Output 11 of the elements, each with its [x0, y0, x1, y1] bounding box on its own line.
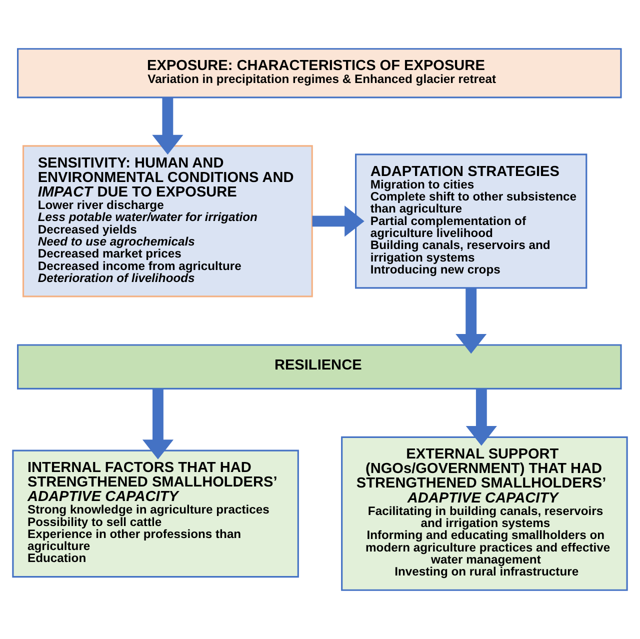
node-box: EXTERNAL SUPPORT (NGOs/GOVERNMENT) THAT HAD STRENGTHENED SMALLHOLDERS’ ADAPTIVE CAPACITY Facilitating in building canals, reservoirs and irrigation systems Informing and educating smallholders on modern agriculture practices and effective water management Investing on rural infrastructure: [341, 436, 628, 591]
node-box: RESILIENCE: [17, 344, 622, 390]
arrow: [152, 98, 184, 155]
node-box: INTERNAL FACTORS THAT HAD STRENGTHENED SMALLHOLDERS’ ADAPTIVE CAPACITY Strong knowledge in agriculture practices Possibility to sell cattle Experience in other professions than agriculture Education: [12, 450, 299, 578]
arrow: [142, 388, 174, 460]
arrow: [466, 388, 497, 446]
arrow: [312, 206, 364, 237]
node-box: SENSITIVITY: HUMAN AND ENVIRONMENTAL CONDITIONS AND IMPACT DUE TO EXPOSURE Lower river discharge Less potable water/water for irrigation Decreased yields Need to use agrochemicals Decreased market prices Decreased income from agriculture Deterioration of livelihoods: [22, 145, 313, 298]
arrow: [456, 288, 487, 354]
node-box: EXPOSURE: CHARACTERISTICS OF EXPOSURE Variation in precipitation regimes & Enhanced glacier retreat: [17, 48, 622, 98]
node-box: ADAPTATION STRATEGIES Migration to cities Complete shift to other subsistence than agriculture Partial complementation of agriculture livelihood Building canals, reservoirs and irrigation systems Introducing new crops: [355, 154, 588, 289]
